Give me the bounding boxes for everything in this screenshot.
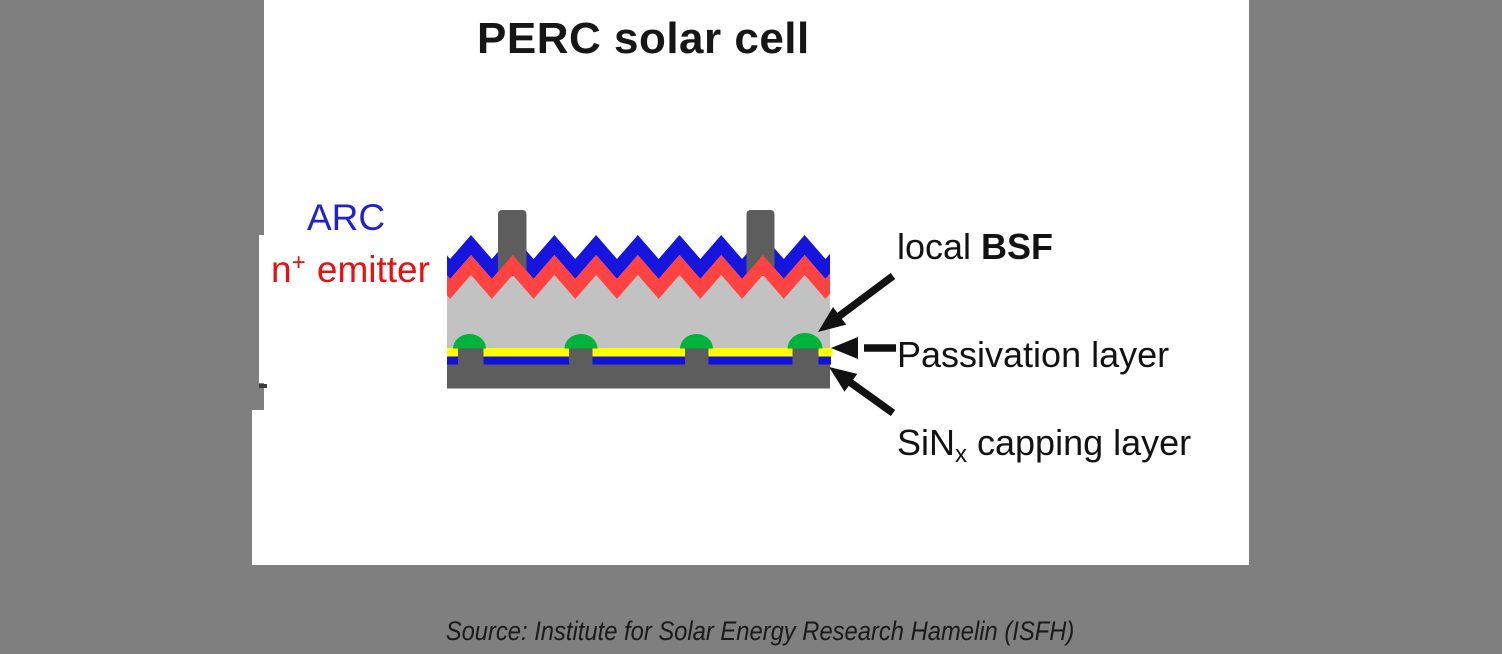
rear-contact-pillar-4: [792, 348, 819, 367]
arrow-passivation-layer: [831, 337, 896, 359]
passivation-layer: [447, 348, 833, 357]
local-bsf-dome-4: [787, 332, 823, 349]
front-contact-finger-right: [746, 210, 775, 276]
label-arc: ARC: [307, 197, 386, 238]
label-local-bsf: local BSF: [897, 228, 1053, 266]
sinx-base: SiN: [897, 422, 956, 463]
emitter-n: n: [271, 249, 292, 290]
source-caption: Source: Institute for Solar Energy Resea…: [445, 616, 1075, 646]
rear-contact-pillar-2: [569, 348, 593, 367]
emitter-band: [447, 255, 830, 299]
label-passivation-layer: Passivation layer: [897, 334, 1170, 375]
slide-panel-bottom-left-block: [252, 410, 265, 565]
perc-cell-diagram: [447, 210, 896, 417]
label-n-plus-emitter: n+ emitter: [271, 250, 430, 290]
panel-edge-tick: [259, 384, 267, 388]
sinx-rest: capping layer: [967, 422, 1192, 463]
slide-title: PERC solar cell: [477, 14, 810, 63]
label-sinx-capping-layer: SiNx capping layer: [897, 422, 1192, 468]
slide-panel-left-sliver: [259, 235, 265, 383]
sinx-subscript: x: [955, 441, 968, 468]
local-bsf-dome-3: [680, 334, 713, 349]
rear-contact-pillar-1: [458, 348, 484, 367]
arrow-sinx-capping-layer: [829, 367, 896, 417]
local-bsf-dome-2: [564, 334, 598, 349]
arc-band: [447, 235, 830, 279]
emitter-superscript-plus: +: [291, 249, 306, 276]
sinx-capping-layer: [447, 356, 831, 365]
rear-contact-pillar-3: [685, 348, 709, 367]
rear-metal-slab: [447, 364, 830, 389]
front-contact-finger-left: [498, 210, 527, 276]
arrow-local-bsf: [818, 272, 896, 332]
emitter-word: emitter: [306, 249, 430, 290]
local-bsf-prefix: local: [897, 226, 982, 267]
local-bsf-bold: BSF: [981, 226, 1054, 267]
local-bsf-dome-1: [453, 334, 486, 349]
wafer-bulk: [447, 275, 830, 349]
